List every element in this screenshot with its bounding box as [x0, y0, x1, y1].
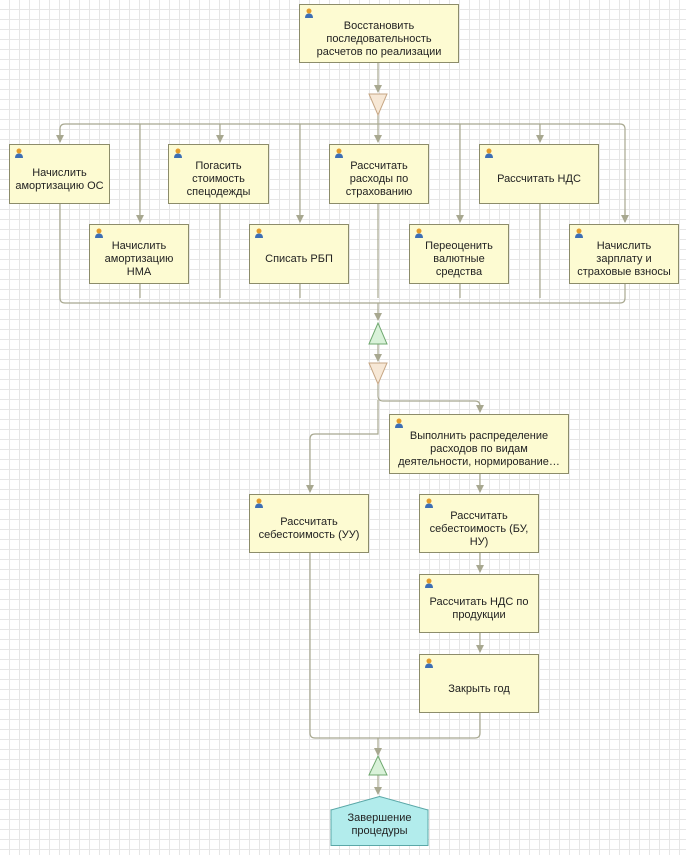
task-currency-revaluation[interactable]: Переоценить валютные средства [409, 224, 509, 284]
end-label: Завершение процедуры [347, 812, 412, 837]
task-vat-products[interactable]: Рассчитать НДС по продукции [419, 574, 539, 633]
task-label: Рассчитать расходы по страхованию [345, 160, 413, 198]
user-icon [335, 148, 343, 158]
join-triangle-icon[interactable] [368, 754, 388, 776]
task-amortization-nma[interactable]: Начислить амортизацию НМА [89, 224, 189, 284]
user-icon [95, 228, 103, 238]
split-triangle-icon[interactable] [368, 93, 388, 117]
task-label: Списать РБП [265, 253, 333, 265]
task-write-off-rbp[interactable]: Списать РБП [249, 224, 349, 284]
task-workwear[interactable]: Погасить стоимость спецодежды [168, 144, 269, 204]
task-distribute-expenses[interactable]: Выполнить распределение расходов по вида… [389, 414, 569, 474]
task-label: Восстановить последовательность расчетов… [316, 19, 442, 58]
split-triangle-icon[interactable] [368, 362, 388, 386]
task-label: Начислить амортизацию НМА [104, 240, 174, 278]
user-icon [425, 658, 433, 668]
user-icon [575, 228, 583, 238]
task-label: Закрыть год [448, 682, 510, 695]
task-restore-sequence[interactable]: Восстановить последовательность расчетов… [299, 4, 459, 63]
task-amortization-os[interactable]: Начислить амортизацию ОС [9, 144, 110, 204]
user-icon [485, 148, 493, 158]
user-icon [255, 498, 263, 508]
end-shape [330, 796, 429, 846]
task-label: Начислить зарплату и страховые взносы [577, 240, 671, 278]
user-icon [395, 418, 403, 428]
user-icon [255, 228, 263, 238]
task-close-year[interactable]: Закрыть год [419, 654, 539, 713]
task-label: Рассчитать себестоимость (УУ) [258, 516, 360, 541]
user-icon [425, 578, 433, 588]
user-icon [174, 148, 182, 158]
task-calculate-vat[interactable]: Рассчитать НДС [479, 144, 599, 204]
task-label: Переоценить валютные средства [425, 240, 493, 278]
end-procedure[interactable]: Завершение процедуры [330, 796, 429, 846]
task-label: Начислить амортизацию ОС [15, 166, 104, 192]
task-label: Рассчитать НДС по продукции [429, 596, 529, 621]
task-cost-uu[interactable]: Рассчитать себестоимость (УУ) [249, 494, 369, 553]
user-icon [305, 8, 313, 18]
join-triangle-icon[interactable] [368, 321, 388, 345]
task-label: Рассчитать НДС [497, 173, 581, 185]
user-icon [15, 148, 23, 158]
task-insurance-expenses[interactable]: Рассчитать расходы по страхованию [329, 144, 429, 204]
task-label: Рассчитать себестоимость (БУ, НУ) [429, 509, 529, 548]
task-salary[interactable]: Начислить зарплату и страховые взносы [569, 224, 679, 284]
user-icon [425, 498, 433, 508]
task-cost-bu-nu[interactable]: Рассчитать себестоимость (БУ, НУ) [419, 494, 539, 553]
task-label: Выполнить распределение расходов по вида… [398, 430, 560, 468]
user-icon [415, 228, 423, 238]
task-label: Погасить стоимость спецодежды [186, 160, 251, 198]
